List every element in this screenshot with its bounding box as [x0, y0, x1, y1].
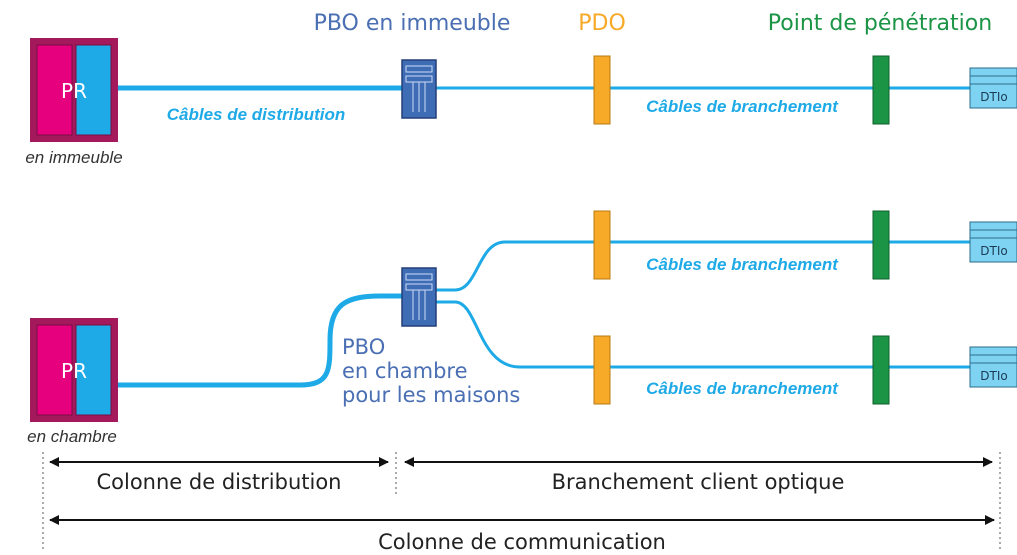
dtio-label-lower: DTIo: [980, 369, 1007, 383]
pdo-box-top: [593, 55, 611, 125]
pbo-chamber-line2: en chambre: [342, 359, 468, 383]
branch-cable-upper: [436, 240, 970, 292]
penetration-box-lower: [872, 335, 890, 405]
pbo-chamber-line3: pour les maisons: [342, 383, 520, 407]
pbo-chamber-line1: PBO: [342, 335, 385, 359]
pr-chamber: PR: [30, 318, 118, 422]
branch-cable-label-lower: Câbles de branchement: [646, 379, 839, 398]
dtio-lower: DTIo: [969, 346, 1017, 388]
pr-caption-chamber: en chambre: [27, 427, 117, 446]
pbo-chamber-box: [401, 267, 437, 327]
distribution-cable-label: Câbles de distribution: [167, 105, 346, 124]
penetration-box-top: [872, 55, 890, 125]
branch-cable-label-top: Câbles de branchement: [646, 97, 839, 116]
branch-cable-label-upper: Câbles de branchement: [646, 255, 839, 274]
pbo-building-box: [401, 59, 437, 119]
pr-building: PR: [30, 38, 118, 142]
penetration-box-upper: [872, 210, 890, 280]
distribution-cable-bottom: [118, 293, 402, 388]
dtio-top: DTIo: [969, 67, 1017, 109]
pr-label-chamber: PR: [61, 359, 87, 383]
pr-caption-building: en immeuble: [25, 148, 122, 167]
branch-cable-lower: [436, 300, 970, 369]
label-distribution-column: Colonne de distribution: [96, 470, 341, 494]
pdo-box-lower: [593, 335, 611, 405]
penetration-header: Point de pénétration: [768, 11, 992, 36]
pr-label: PR: [61, 79, 87, 103]
label-communication-column: Colonne de communication: [378, 530, 666, 554]
pdo-box-upper: [593, 210, 611, 280]
dtio-label-top: DTIo: [980, 90, 1007, 104]
pdo-header: PDO: [578, 11, 626, 36]
pbo-building-header: PBO en immeuble: [314, 11, 511, 36]
label-client-branch: Branchement client optique: [552, 470, 845, 494]
dtio-label-upper: DTIo: [980, 244, 1007, 258]
dtio-upper: DTIo: [969, 221, 1017, 263]
